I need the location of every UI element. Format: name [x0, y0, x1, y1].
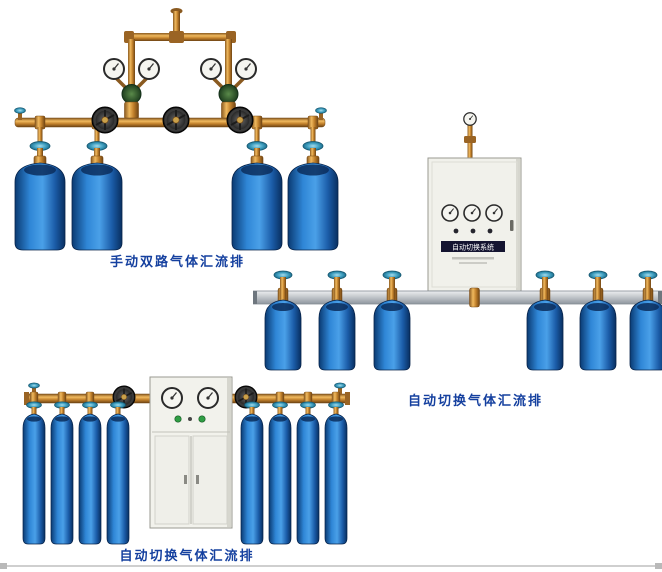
- gas-cylinder: [106, 401, 130, 545]
- pressure-gauge: [235, 58, 257, 80]
- manual-dual-manifold-illustration: [14, 8, 339, 251]
- bottom-left-edge-mark: [0, 563, 7, 569]
- cabinet-top-pipe: [463, 112, 477, 158]
- gas-cylinder: [318, 270, 356, 371]
- product-caption: 自动切换气体汇流排: [119, 548, 255, 563]
- regulator-body: [121, 84, 142, 104]
- control-cabinet-floor: [149, 376, 233, 529]
- gas-cylinder: [264, 270, 302, 371]
- regulator-right: [200, 58, 257, 120]
- gas-cylinder: [71, 141, 123, 251]
- pressure-gauge: [138, 58, 160, 80]
- bottom-right-edge-mark: [655, 563, 662, 569]
- regulator-left: [103, 58, 160, 120]
- gas-cylinder: [14, 141, 66, 251]
- gas-cylinder: [526, 270, 564, 371]
- gas-cylinder: [579, 270, 617, 371]
- product-auto-switch-manifold-floor: 自动切换气体汇流排: [12, 372, 358, 570]
- auto-switch-wall-illustration: 自动切换系统: [253, 112, 662, 371]
- pressure-gauge: [103, 58, 125, 80]
- gas-cylinder: [50, 401, 74, 545]
- teal-end-valve-wheel: [315, 107, 327, 114]
- gas-cylinder: [629, 270, 662, 371]
- pressure-gauge: [200, 58, 222, 80]
- cabinet-door-left: [154, 435, 190, 525]
- cabinet-door-handle: [510, 220, 514, 231]
- auto-switch-floor-illustration: [22, 376, 350, 545]
- indicator-light: [453, 228, 459, 234]
- black-valve-handwheel: [90, 105, 120, 135]
- black-valve-handwheel: [161, 105, 191, 135]
- gas-cylinder: [22, 401, 46, 545]
- black-valve-handwheel: [225, 105, 255, 135]
- green-button: [174, 415, 182, 423]
- pressure-gauge: [463, 112, 477, 126]
- cabinet-door-handle: [196, 475, 199, 484]
- green-button: [198, 415, 206, 423]
- gas-cylinder: [78, 401, 102, 545]
- indicator-light: [487, 228, 493, 234]
- product-auto-switch-manifold-wall: 自动切换系统 自动切换气体汇流排: [253, 112, 662, 408]
- teal-end-valve-wheel: [14, 107, 26, 114]
- pressure-gauge: [463, 204, 481, 222]
- pressure-gauge: [441, 204, 459, 222]
- control-knob: [188, 417, 192, 421]
- gas-cylinder: [240, 401, 264, 545]
- cabinet-label-band: [441, 241, 505, 252]
- teal-end-valve-wheel: [28, 382, 40, 389]
- pressure-gauge: [197, 387, 219, 409]
- regulator-body: [218, 84, 239, 104]
- gas-cylinder: [373, 270, 411, 371]
- product-caption: 自动切换气体汇流排: [407, 393, 543, 408]
- gas-cylinder: [296, 401, 320, 545]
- cabinet-label: 自动切换系统: [452, 243, 494, 252]
- pressure-gauge: [485, 204, 503, 222]
- pressure-gauge: [161, 387, 183, 409]
- header-pipe: [124, 8, 236, 87]
- cabinet-door-handle: [184, 475, 187, 484]
- gas-cylinder: [268, 401, 292, 545]
- indicator-light: [470, 228, 476, 234]
- teal-end-valve-wheel: [334, 382, 346, 389]
- product-manual-dual-manifold: 手动双路气体汇流排: [10, 6, 345, 269]
- gas-cylinder: [324, 401, 348, 545]
- product-caption: 手动双路气体汇流排: [109, 254, 245, 269]
- bottom-divider: [0, 565, 662, 567]
- control-cabinet: 自动切换系统: [427, 157, 522, 292]
